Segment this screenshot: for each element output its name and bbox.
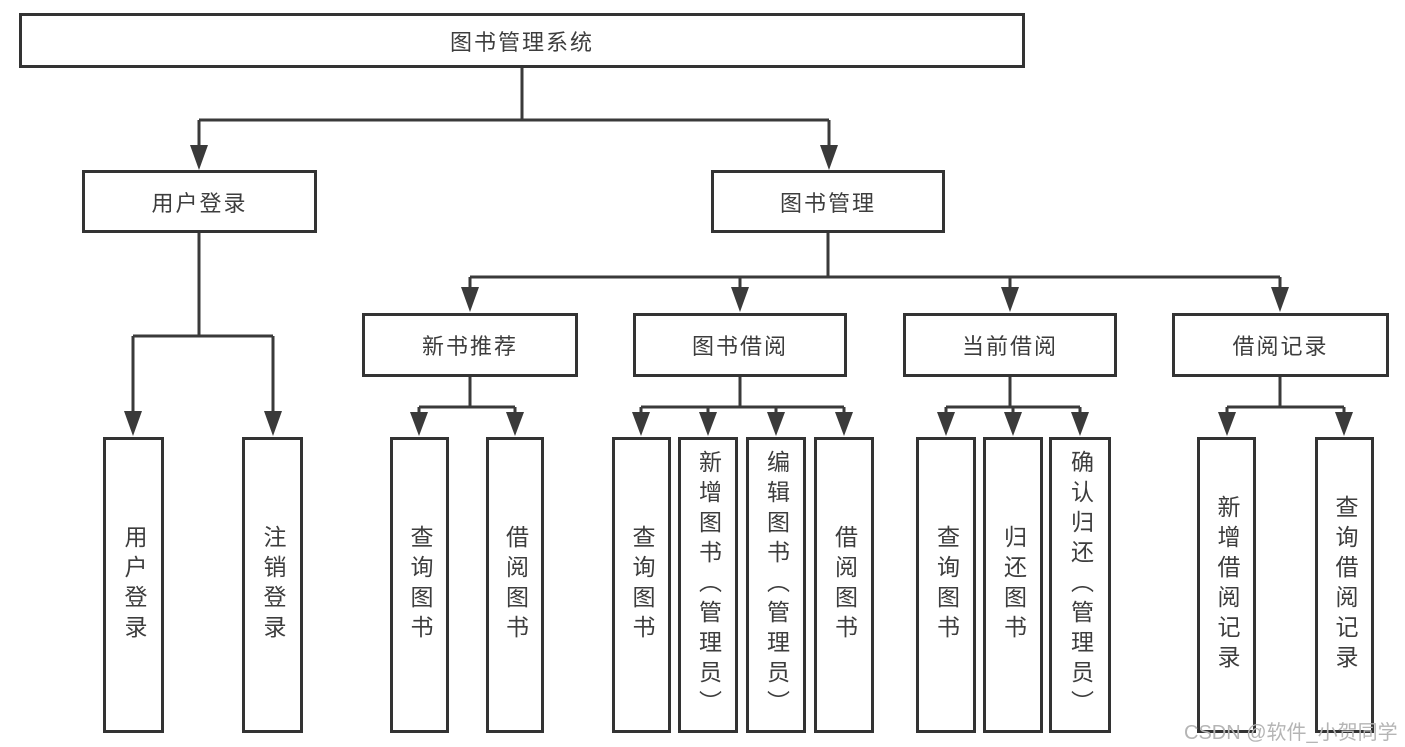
- arrowhead: [731, 287, 749, 312]
- connector-user-login-children: [124, 233, 282, 436]
- node-leaf-bb-query-book-label: 查询图书: [629, 525, 655, 645]
- node-user-login: 用户登录: [82, 170, 317, 233]
- arrowhead: [124, 411, 142, 436]
- node-leaf-user-login-label: 用户登录: [121, 525, 147, 645]
- node-book-management: 图书管理: [711, 170, 945, 233]
- node-leaf-br-query-record: 查询借阅记录: [1315, 437, 1374, 733]
- node-book-management-label: 图书管理: [779, 190, 876, 216]
- node-leaf-cb-query-book-label: 查询图书: [933, 525, 960, 645]
- node-new-book-recommend: 新书推荐: [362, 313, 578, 377]
- node-leaf-br-query-record-label: 查询借阅记录: [1332, 495, 1358, 675]
- node-leaf-logout-label: 注销登录: [260, 525, 286, 645]
- node-leaf-cb-return-book-label: 归还图书: [1000, 525, 1027, 645]
- node-leaf-nb-query-book-label: 查询图书: [407, 525, 433, 645]
- arrowhead: [1004, 412, 1022, 436]
- connector-new-book-recommend-children: [410, 377, 524, 436]
- arrowhead: [1271, 287, 1289, 312]
- arrowhead: [190, 145, 208, 170]
- connector-book-management-children: [461, 233, 1289, 312]
- arrowhead: [937, 412, 955, 436]
- node-leaf-cb-confirm-return-label: 确认归还（管理员）: [1067, 450, 1094, 720]
- node-borrowing-records-label: 借阅记录: [1232, 334, 1329, 359]
- arrowhead: [1218, 412, 1236, 436]
- node-book-borrowing: 图书借阅: [633, 313, 847, 377]
- node-leaf-bb-borrow-book-label: 借阅图书: [831, 525, 858, 645]
- node-root: 图书管理系统: [19, 13, 1025, 68]
- node-leaf-user-login: 用户登录: [103, 437, 164, 733]
- node-leaf-bb-edit-book-label: 编辑图书（管理员）: [763, 450, 790, 720]
- node-borrowing-records: 借阅记录: [1172, 313, 1389, 377]
- node-leaf-nb-borrow-book-label: 借阅图书: [502, 525, 529, 645]
- node-leaf-bb-edit-book: 编辑图书（管理员）: [746, 437, 806, 733]
- arrowhead: [461, 287, 479, 312]
- node-leaf-nb-borrow-book: 借阅图书: [486, 437, 544, 733]
- node-user-login-label: 用户登录: [151, 190, 248, 216]
- arrowhead: [1071, 412, 1089, 436]
- node-leaf-bb-add-book: 新增图书（管理员）: [678, 437, 738, 733]
- arrowhead: [506, 412, 524, 436]
- connector-root-to-level2: [190, 68, 838, 170]
- arrowhead: [767, 412, 785, 436]
- arrowhead: [820, 145, 838, 170]
- node-new-book-recommend-label: 新书推荐: [421, 334, 518, 359]
- connector-book-borrowing-children: [632, 377, 853, 436]
- node-leaf-br-add-record-label: 新增借阅记录: [1214, 495, 1240, 675]
- arrowhead: [264, 411, 282, 436]
- arrowhead: [1335, 412, 1353, 436]
- node-book-borrowing-label: 图书借阅: [691, 334, 788, 359]
- arrowhead: [699, 412, 717, 436]
- arrowhead: [632, 412, 650, 436]
- node-leaf-nb-query-book: 查询图书: [390, 437, 449, 733]
- node-leaf-bb-add-book-label: 新增图书（管理员）: [695, 450, 722, 720]
- node-leaf-br-add-record: 新增借阅记录: [1197, 437, 1256, 733]
- node-leaf-bb-query-book: 查询图书: [612, 437, 671, 733]
- node-leaf-cb-query-book: 查询图书: [916, 437, 976, 733]
- arrowhead: [835, 412, 853, 436]
- arrowhead: [1001, 287, 1019, 312]
- node-current-borrowing-label: 当前借阅: [961, 334, 1058, 359]
- node-leaf-logout: 注销登录: [242, 437, 303, 733]
- node-leaf-cb-return-book: 归还图书: [983, 437, 1043, 733]
- connector-borrowing-records-children: [1218, 377, 1353, 436]
- node-leaf-cb-confirm-return: 确认归还（管理员）: [1049, 437, 1111, 733]
- csdn-watermark: CSDN @软件_小贺同学: [1184, 722, 1398, 744]
- arrowhead: [410, 412, 428, 436]
- node-root-label: 图书管理系统: [449, 29, 594, 55]
- node-current-borrowing: 当前借阅: [903, 313, 1117, 377]
- node-leaf-bb-borrow-book: 借阅图书: [814, 437, 874, 733]
- connector-current-borrowing-children: [937, 377, 1089, 436]
